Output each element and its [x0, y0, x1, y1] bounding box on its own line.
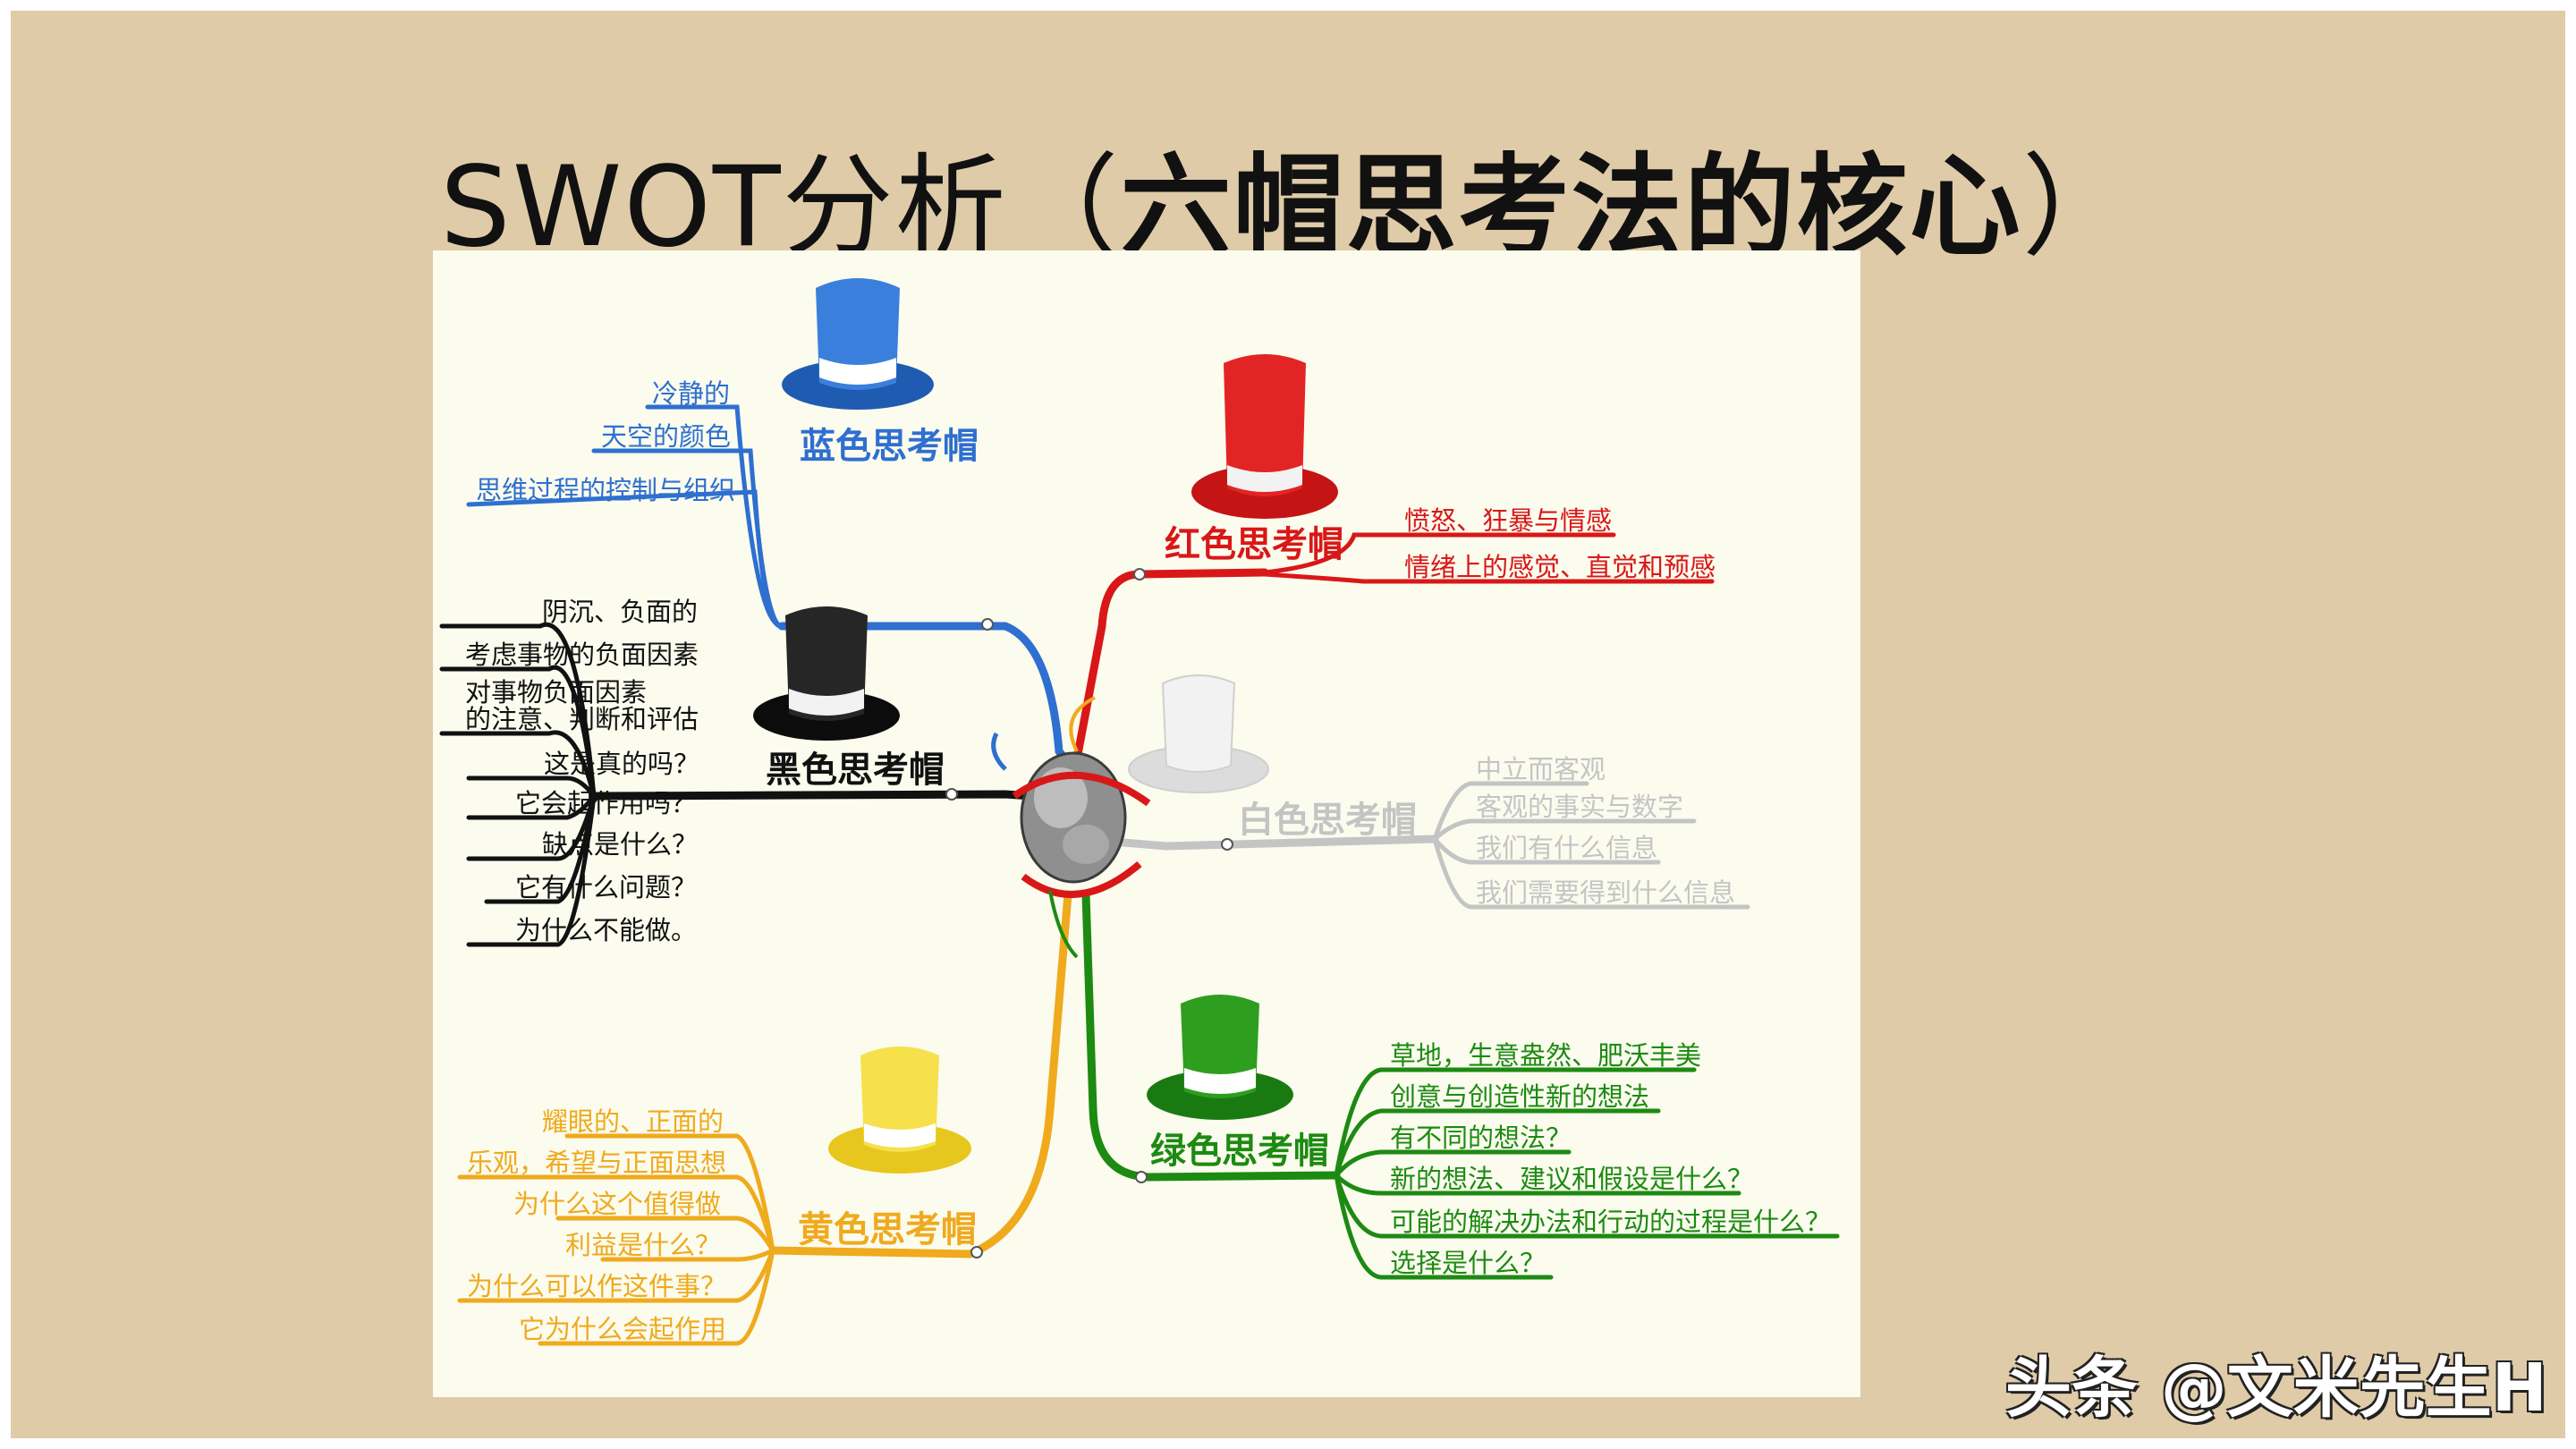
yellow-item: 耀眼的、正面的 [542, 1106, 724, 1137]
title-suffix: ） [2021, 143, 2135, 272]
white-hat-label: 白色思考帽 [1238, 800, 1417, 841]
green-item: 可能的解决办法和行动的过程是什么？ [1390, 1207, 1831, 1237]
green-item: 新的想法、建议和假设是什么？ [1390, 1164, 1753, 1194]
yellow-hat-icon [828, 1046, 971, 1174]
green-item: 选择是什么？ [1390, 1248, 1546, 1278]
blue-hat-icon [782, 278, 934, 410]
red-item: 愤怒、狂暴与情感 [1404, 505, 1612, 536]
yellow-hat-label: 黄色思考帽 [798, 1209, 977, 1250]
red-item: 情绪上的感觉、直觉和预感 [1404, 552, 1716, 582]
slide: SWOT分析（六帽思考法的核心） [11, 11, 2565, 1438]
white-hat-icon [1128, 674, 1269, 793]
black-hat-label: 黑色思考帽 [766, 750, 945, 791]
white-main-branch [1097, 835, 1439, 851]
black-hat-icon [753, 606, 900, 741]
black-item: 对事物负面因素 [465, 677, 647, 708]
red-hat-label: 红色思考帽 [1165, 524, 1343, 565]
green-item: 有不同的想法？ [1390, 1123, 1572, 1153]
black-item: 阴沉、负面的 [542, 597, 698, 627]
white-item: 中立而客观 [1476, 754, 1606, 784]
white-item: 我们有什么信息 [1476, 833, 1657, 863]
blue-item: 天空的颜色 [601, 421, 731, 452]
center-swirl-icon [991, 696, 1151, 959]
green-hat-label: 绿色思考帽 [1150, 1131, 1329, 1172]
white-item: 客观的事实与数字 [1476, 792, 1683, 822]
black-item: 的注意、判断和评估 [465, 704, 699, 734]
green-item: 草地，生意盎然、肥沃丰美 [1390, 1040, 1701, 1071]
green-item: 创意与创造性新的想法 [1390, 1081, 1649, 1112]
yellow-item: 利益是什么？ [565, 1230, 721, 1260]
black-item: 考虑事物的负面因素 [465, 640, 699, 670]
black-item: 它有什么问题？ [515, 872, 697, 902]
yellow-item: 为什么可以作这件事？ [467, 1271, 726, 1301]
blue-hat-label: 蓝色思考帽 [800, 426, 979, 467]
red-hat-icon [1191, 354, 1338, 519]
blue-item: 思维过程的控制与组织 [476, 475, 735, 505]
black-item: 它会起作用吗？ [515, 788, 697, 818]
black-item: 这是真的吗？ [544, 749, 699, 779]
mind-map-panel: 蓝色思考帽 红色思考帽 黑色思考帽 白色思考帽 黄色思考帽 绿色思考帽 冷静的 … [433, 250, 1860, 1397]
yellow-item: 为什么这个值得做 [513, 1189, 721, 1219]
green-hat-icon [1147, 995, 1293, 1120]
black-item: 为什么不能做。 [515, 915, 697, 945]
blue-main-branch [777, 622, 1087, 784]
black-item: 缺点是什么？ [542, 829, 698, 860]
blue-item: 冷静的 [652, 378, 730, 409]
yellow-item: 它为什么会起作用 [519, 1314, 726, 1344]
mind-map-diagram: 蓝色思考帽 红色思考帽 黑色思考帽 白色思考帽 黄色思考帽 绿色思考帽 冷静的 … [439, 278, 1840, 1346]
yellow-item: 乐观，希望与正面思想 [467, 1148, 726, 1178]
white-item: 我们需要得到什么信息 [1476, 877, 1735, 908]
watermark: 头条 @文米先生H [2005, 1350, 2547, 1427]
